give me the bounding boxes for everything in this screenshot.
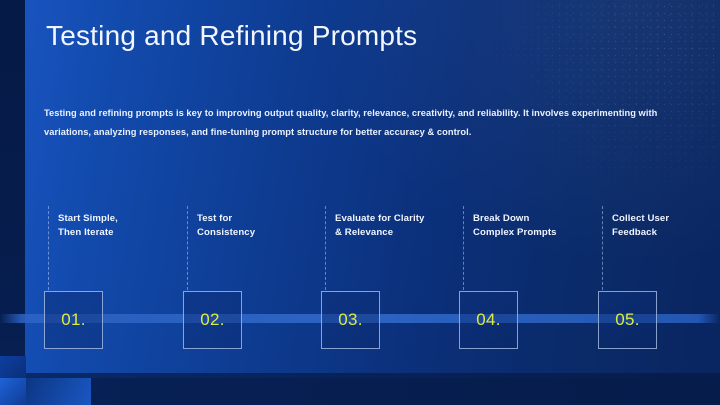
step-2-label: Test for Consistency [197, 213, 256, 238]
step-3-dashed-connector-icon [325, 206, 326, 290]
left-edge-strip-decoration [0, 0, 25, 370]
bottom-band-decoration [25, 373, 720, 378]
bottom-right-block-decoration [91, 378, 720, 405]
page-title: Testing and Refining Prompts [46, 20, 418, 51]
step-4-dashed-connector-icon [463, 206, 464, 290]
step-2-number: 02. [200, 310, 225, 329]
step-3-label: Evaluate for Clarity & Relevance [335, 213, 425, 238]
step-3-number-box[interactable]: 03. [321, 291, 380, 349]
bottom-left-block-b-decoration [0, 378, 26, 405]
bottom-left-block-a-decoration [0, 356, 26, 378]
step-1-label: Start Simple, Then Iterate [58, 213, 118, 238]
step-5-number: 05. [615, 310, 640, 329]
step-5-label: Collect User Feedback [612, 213, 670, 238]
step-4-number-box[interactable]: 04. [459, 291, 518, 349]
step-1-number: 01. [61, 310, 86, 329]
step-1-dashed-connector-icon [48, 206, 49, 290]
step-4-number: 04. [476, 310, 501, 329]
step-1-number-box[interactable]: 01. [44, 291, 103, 349]
step-3-number: 03. [338, 310, 363, 329]
intro-paragraph: Testing and refining prompts is key to i… [44, 108, 658, 138]
step-4-label: Break Down Complex Prompts [473, 213, 557, 238]
step-5-number-box[interactable]: 05. [598, 291, 657, 349]
step-2-dashed-connector-icon [187, 206, 188, 290]
step-5-dashed-connector-icon [602, 206, 603, 290]
step-2-number-box[interactable]: 02. [183, 291, 242, 349]
bottom-left-block-c-decoration [26, 378, 91, 405]
